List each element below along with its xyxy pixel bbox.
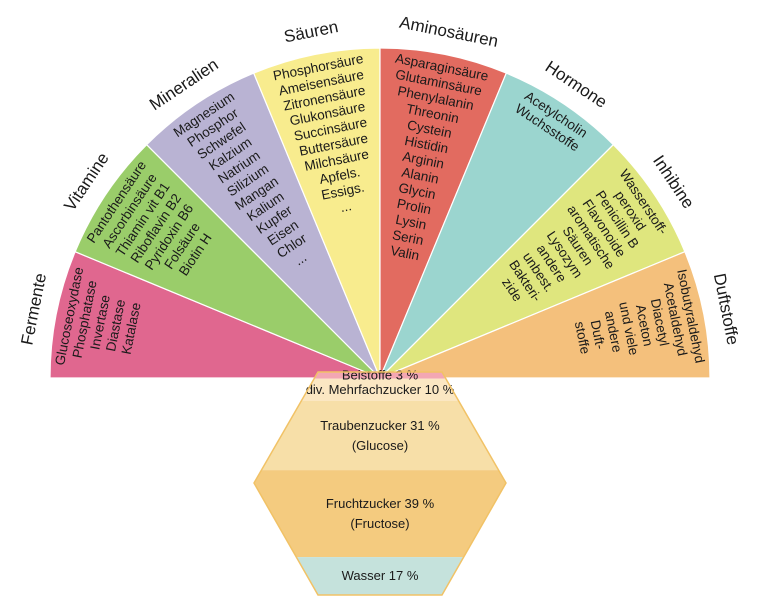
segment-heading: Säuren <box>282 17 339 46</box>
segment-item-list: PhosphorsäureAmeisensäureZitronensäureGl… <box>272 51 370 215</box>
segment-item: Prolin <box>396 196 433 217</box>
band-beistoffe <box>254 372 506 379</box>
segment-item: Serin <box>391 227 425 248</box>
hexagon-bands <box>254 372 506 595</box>
band-label: div. Mehrfachzucker 10 % <box>306 382 455 397</box>
hexagon-outline <box>253 371 507 596</box>
band-traubenzucker <box>254 400 506 471</box>
composition-hexagon: Beistoffe 3 %div. Mehrfachzucker 10 % Tra… <box>253 367 507 596</box>
segment-item-list: MagnesiumPhosphorSchwefelKalziumNatriumS… <box>171 89 310 268</box>
segment-saeuren: SäurenPhosphorsäureAmeisensäureZitronens… <box>252 17 381 379</box>
segment-duftstoffe: DuftstoffeIsobutyraldehydAcetaldehydDiac… <box>379 250 743 379</box>
segment-wedge <box>379 250 711 379</box>
segment-item-list: AsparaginsäureGlutaminsäurePhenylalaninT… <box>389 51 490 264</box>
segment-item: Glycin <box>397 180 437 202</box>
segment-item: stoffe <box>572 320 593 355</box>
segment-wedge <box>379 47 508 379</box>
segment-wedge <box>145 72 381 379</box>
segment-item: Duft- <box>588 319 608 351</box>
band-fruchtzucker <box>254 470 506 558</box>
band-sublabel: (Glucose) <box>352 438 408 453</box>
segment-wedge <box>49 250 381 379</box>
band-label: Wasser 17 % <box>342 568 419 583</box>
segment-item: Lysin <box>394 212 427 233</box>
band-label: Traubenzucker 31 % <box>320 418 440 433</box>
segment-wedge <box>74 143 381 379</box>
band-div <box>254 378 506 401</box>
segment-item: Valin <box>389 243 420 263</box>
segment-heading: Duftstoffe <box>710 272 743 347</box>
hexagon-labels: Beistoffe 3 %div. Mehrfachzucker 10 % Tra… <box>306 367 455 583</box>
segment-wedge <box>379 72 615 379</box>
band-label: Beistoffe 3 % <box>342 367 419 382</box>
segment-heading: Fermente <box>17 272 50 347</box>
band-label: Fruchtzucker 39 % <box>326 496 435 511</box>
segment-wedge <box>252 47 381 379</box>
band-sublabel: (Fructose) <box>350 516 409 531</box>
segment-item-list: IsobutyraldehydAcetaldehydDiacetylAceton… <box>572 268 708 364</box>
segment-item: Alanin <box>400 165 440 187</box>
segment-aminosaeuren: AminosäurenAsparaginsäureGlutaminsäurePh… <box>379 13 508 379</box>
segment-heading: Aminosäuren <box>398 13 500 51</box>
segment-item: ... <box>339 198 353 215</box>
segment-wedge <box>379 143 686 379</box>
